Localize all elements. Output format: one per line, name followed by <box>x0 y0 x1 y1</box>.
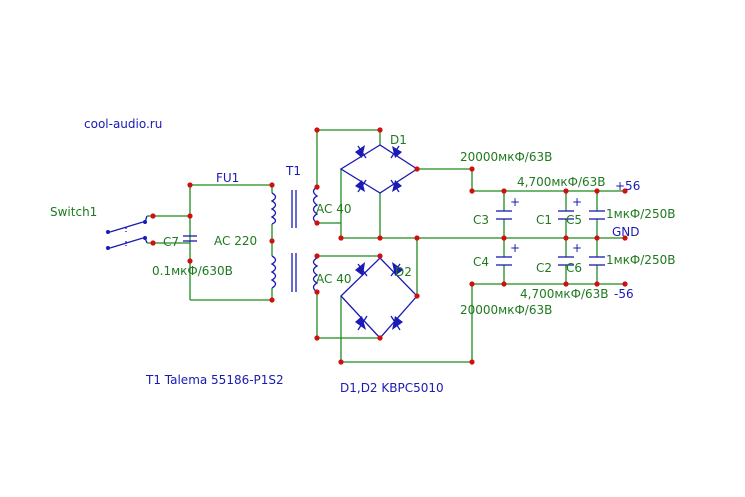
label-ac-upper: AC 40 <box>316 202 351 216</box>
plus-sign-c5: + <box>572 195 582 209</box>
junction-dots <box>150 127 628 365</box>
switch-symbol <box>106 215 148 250</box>
label-film-bottom-value: 1мкФ/250В <box>606 253 675 267</box>
label-c4: C4 <box>473 255 489 269</box>
label-minus-out: -56 <box>614 287 634 301</box>
label-c6: C6 <box>566 261 582 275</box>
filter-capacitors <box>496 210 605 266</box>
label-c7-value: 0.1мкФ/630В <box>152 264 233 278</box>
label-c5: C5 <box>566 213 582 227</box>
label-t1-part: T1 Talema 55186-P1S2 <box>145 373 284 387</box>
label-switch: Switch1 <box>50 205 97 219</box>
label-fuse: FU1 <box>216 171 239 185</box>
label-c7: C7 <box>163 235 179 249</box>
label-ac-in: AC 220 <box>214 234 257 248</box>
plus-sign-c6: + <box>572 241 582 255</box>
label-c6-value: 4,700мкФ/63В <box>520 287 609 301</box>
label-gnd: GND <box>612 225 640 239</box>
watermark: cool-audio.ru <box>84 117 162 131</box>
label-ac-lower: AC 40 <box>316 272 351 286</box>
label-film-top-value: 1мкФ/250В <box>606 207 675 221</box>
label-cap-top-value: 20000мкФ/63В <box>460 150 552 164</box>
label-d1: D1 <box>390 133 407 147</box>
label-diode-part: D1,D2 KBPC5010 <box>340 381 444 395</box>
label-transformer: T1 <box>285 164 301 178</box>
c7-capacitor <box>183 235 197 242</box>
plus-sign-c3: + <box>510 195 520 209</box>
bridge-d1 <box>339 144 419 194</box>
label-plus-out: +56 <box>615 179 640 193</box>
label-c2: C2 <box>536 261 552 275</box>
label-c3: C3 <box>473 213 489 227</box>
label-c1: C1 <box>536 213 552 227</box>
label-d2: D2 <box>395 265 412 279</box>
label-cap-bottom-value: 20000мкФ/63В <box>460 303 552 317</box>
plus-sign-c4: + <box>510 241 520 255</box>
label-c5-value: 4,700мкФ/63В <box>517 175 606 189</box>
transformer-t1 <box>270 186 319 293</box>
